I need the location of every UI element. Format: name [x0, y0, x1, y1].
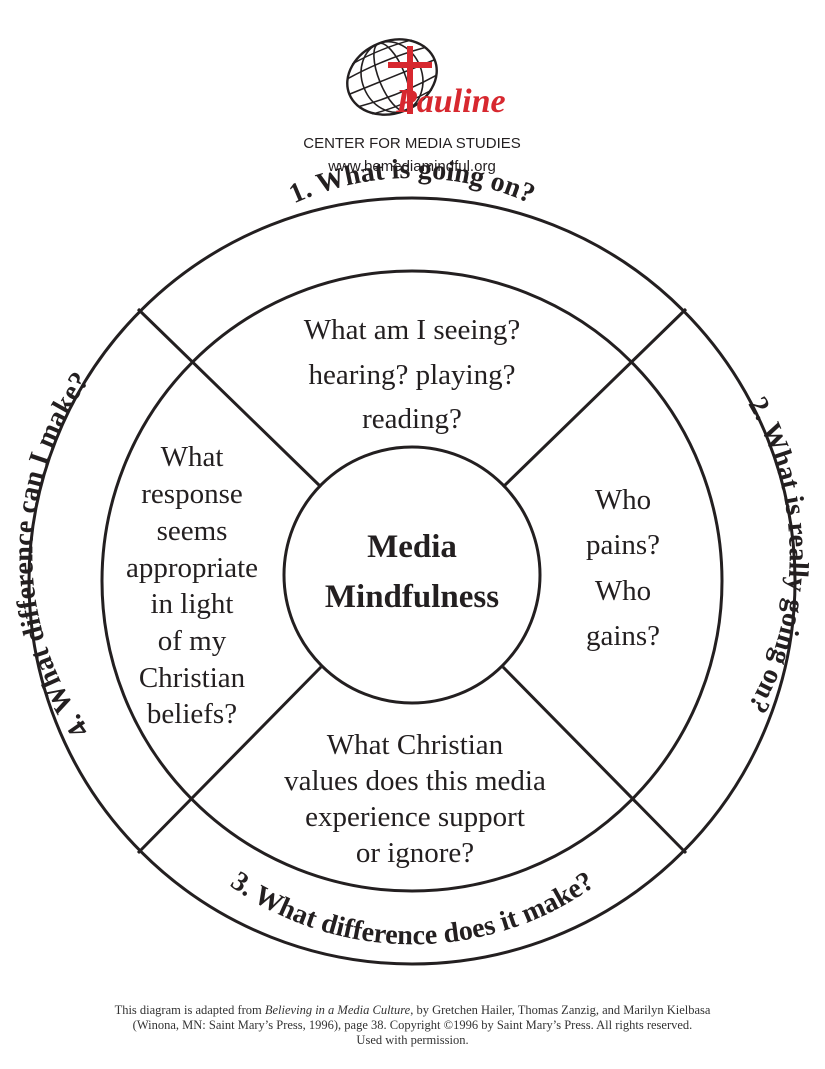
quadrant-top: What am I seeing? hearing? playing? read…: [304, 314, 521, 435]
divider-lower-right: [501, 665, 688, 855]
ring-label-left: 4. What difference can I make?: [8, 366, 95, 743]
center-subtitle: CENTER FOR MEDIA STUDIES: [303, 135, 521, 152]
quadrant-top-line: reading?: [362, 403, 462, 435]
inner-ring: [100, 269, 724, 893]
ring-label-bottom: 3. What difference does it make?: [225, 866, 600, 952]
wheel: [27, 196, 797, 966]
center-title-line1: Media: [367, 529, 457, 565]
divider-lower-left: [136, 665, 323, 855]
quadrant-bottom-line: experience support: [305, 801, 525, 833]
footer-line-2: (Winona, MN: Saint Mary’s Press, 1996), …: [132, 1018, 693, 1032]
quadrant-bottom: What Christian values does this media ex…: [284, 729, 546, 869]
quadrant-left-line: in light: [151, 588, 234, 620]
quadrant-left-line: Christian: [139, 662, 246, 694]
quadrant-left-line: What: [161, 441, 224, 473]
footer-line-3: Used with permission.: [356, 1033, 469, 1047]
quadrant-bottom-line: or ignore?: [356, 837, 474, 869]
ring-label-right: 2. What is really going on?: [742, 392, 814, 719]
website-url: www.bemediamindful.org: [327, 158, 496, 175]
quadrant-right-line: Who: [595, 484, 651, 516]
quadrant-right-line: Who: [595, 575, 651, 607]
brand-text: Pauline: [395, 83, 506, 120]
pauline-logo: Pauline CENTER FOR MEDIA STUDIES www.bem…: [303, 38, 521, 175]
quadrant-left-line: response: [141, 478, 242, 510]
quadrant-left-line: of my: [158, 625, 227, 657]
quadrant-left-line: beliefs?: [147, 698, 237, 730]
globe-icon: [346, 38, 438, 116]
quadrant-bottom-line: What Christian: [327, 729, 504, 761]
book-title: Believing in a Media Culture: [264, 1003, 411, 1017]
cross-icon: [388, 46, 432, 114]
quadrant-left: What response seems appropriate in light…: [126, 441, 258, 730]
divider-upper-left: [136, 307, 323, 489]
footer-line-1: This diagram is adapted from Believing i…: [114, 1003, 711, 1017]
center-title-line2: Mindfulness: [325, 579, 499, 615]
quadrant-top-line: What am I seeing?: [304, 314, 521, 346]
divider-upper-right: [501, 307, 688, 489]
copyright-footer: This diagram is adapted from Believing i…: [40, 1003, 785, 1048]
quadrant-right-line: pains?: [586, 529, 660, 561]
quadrant-right: Who pains? Who gains?: [586, 484, 660, 652]
quadrant-right-line: gains?: [586, 620, 660, 652]
quadrant-bottom-line: values does this media: [284, 765, 546, 797]
quadrant-left-line: appropriate: [126, 552, 258, 584]
quadrant-left-line: seems: [157, 515, 228, 547]
center-circle: [282, 445, 542, 705]
quadrant-top-line: hearing? playing?: [309, 359, 516, 391]
ring-label-top: 1. What is going on?: [285, 154, 540, 210]
outer-ring: [27, 196, 797, 966]
